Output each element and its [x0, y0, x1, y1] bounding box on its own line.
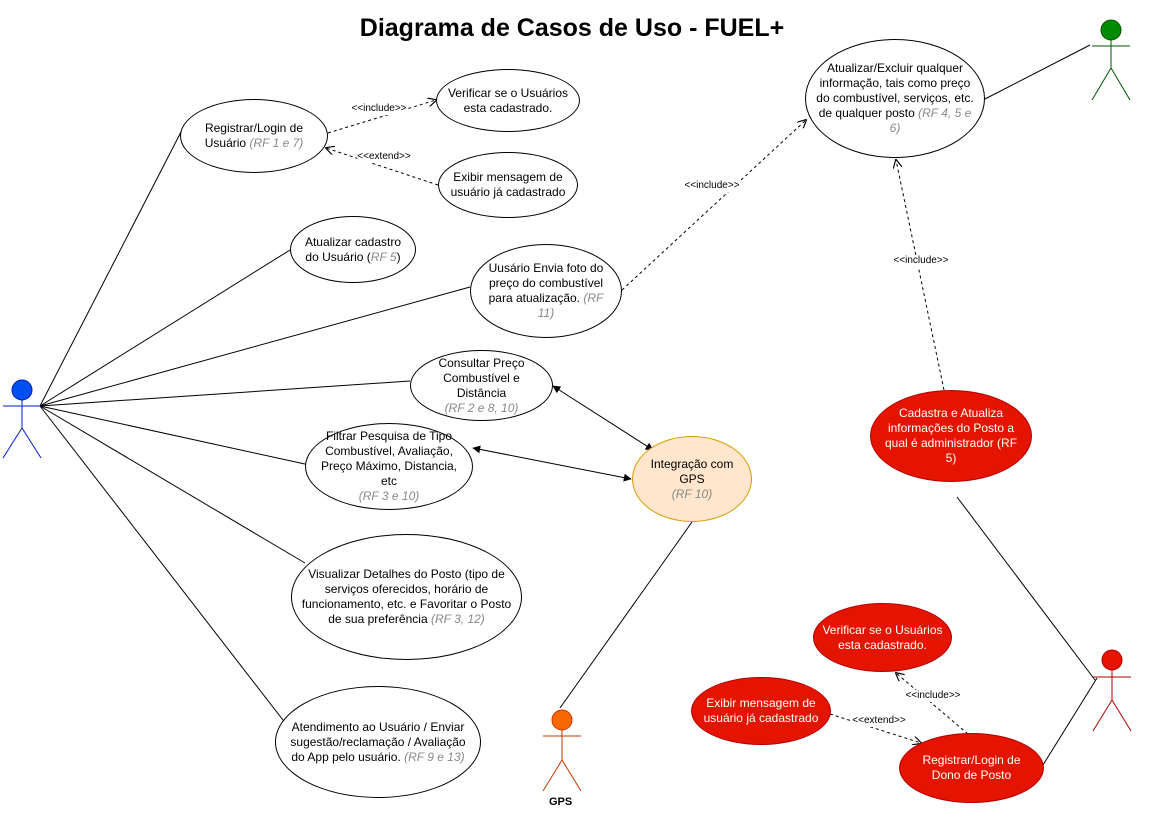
actor-gps-label: GPS — [549, 796, 573, 808]
usecase-text: Verificar se o Usuários esta cadastrado. — [822, 622, 943, 652]
usecase-text: Registrar/Login de Usuário — [204, 121, 304, 150]
usecase-text: Uusário Envia foto do preço do combustív… — [488, 261, 604, 305]
usecase-ref: (RF 10) — [671, 486, 713, 501]
actor-owner — [1092, 649, 1132, 732]
label-extend-dono: <<extend>> — [852, 715, 906, 727]
usecase-atendimento[interactable]: Atendimento ao Usuário / Enviar sugestão… — [275, 686, 481, 798]
assoc-owner-registrar — [1042, 677, 1098, 766]
extend-arrow-dono — [829, 713, 921, 743]
usecase-text: Atendimento ao Usuário / Enviar sugestão… — [290, 719, 466, 764]
assoc-user-consultar — [39, 380, 411, 407]
usecase-ref: (RF 9 e 13) — [404, 749, 465, 764]
usecase-registrar-login-dono[interactable]: Registrar/Login de Dono de Posto — [899, 733, 1044, 803]
actor-user — [2, 379, 42, 459]
label-include-dono: <<include>> — [905, 690, 961, 702]
assoc-user-visualizar — [39, 405, 306, 564]
actor-admin — [1091, 19, 1131, 101]
usecase-text: Exibir mensagem de usuário já cadastrado — [450, 170, 566, 199]
usecase-text: Consultar Preço Combustível e Distância — [438, 355, 525, 400]
assoc-user-registrar — [39, 129, 183, 407]
usecase-text: Verificar se o Usuários esta cadastrado. — [447, 85, 569, 115]
usecase-consultar-preco[interactable]: Consultar Preço Combustível e Distância(… — [410, 350, 553, 421]
label-include-posto: <<include>> — [893, 255, 949, 267]
usecase-integracao-gps[interactable]: Integração com GPS(RF 10) — [632, 436, 752, 522]
usecase-text: Integração com GPS — [650, 456, 734, 486]
usecase-ref: (RF 4, 5 e 6) — [889, 106, 972, 135]
usecase-verificar-usuario[interactable]: Verificar se o Usuários esta cadastrado. — [436, 69, 580, 132]
usecase-visualizar-detalhes[interactable]: Visualizar Detalhes do Posto (tipo de se… — [291, 534, 522, 660]
extend-arrow-exibir — [326, 148, 439, 186]
usecase-filtrar-pesquisa[interactable]: Filtrar Pesquisa de Tipo Combustível, Av… — [305, 423, 473, 510]
usecase-text: Atualizar cadastro do Usuário ( — [304, 234, 402, 264]
usecase-text: Exibir mensagem de usuário já cadastrado — [703, 696, 819, 725]
usecase-text: Cadastra e Atualiza informações do Posto… — [884, 406, 1018, 465]
usecase-ref: (RF 1 e 7) — [249, 136, 304, 150]
usecase-envia-foto[interactable]: Uusário Envia foto do preço do combustív… — [470, 244, 622, 338]
user-associations — [39, 129, 471, 734]
usecase-exibir-mensagem[interactable]: Exibir mensagem de usuário já cadastrado — [438, 152, 578, 218]
label-include-verificar: <<include>> — [351, 103, 407, 115]
usecase-atualizar-excluir[interactable]: Atualizar/Excluir qualquer informação, t… — [805, 39, 985, 158]
usecase-text: Filtrar Pesquisa de Tipo Combustível, Av… — [320, 429, 458, 488]
actor-gps — [542, 709, 582, 792]
usecase-suffix: ) — [396, 249, 401, 264]
usecase-ref: (RF 3, 12) — [430, 612, 485, 626]
assoc-user-foto — [39, 286, 471, 407]
assoc-admin-atualizar — [982, 44, 1091, 101]
assoc-user-filtrar — [39, 405, 315, 467]
usecase-ref: RF 5 — [370, 249, 397, 264]
include-arrow-dono — [896, 673, 969, 735]
usecase-registrar-login-usuario[interactable]: Registrar/Login de Usuário (RF 1 e 7) — [180, 99, 328, 173]
diagram-title: Diagrama de Casos de Uso - FUEL+ — [359, 14, 785, 42]
usecase-ref: (RF 11) — [537, 291, 604, 320]
assoc-user-atualizar — [39, 249, 291, 407]
usecase-verificar-dono[interactable]: Verificar se o Usuários esta cadastrado. — [813, 603, 952, 672]
include-arrow-verificar — [327, 100, 436, 134]
assoc-user-atendimento — [39, 405, 294, 734]
label-extend-exibir: <<extend>> — [357, 151, 411, 163]
gps-arrow-consultar — [552, 385, 654, 451]
label-include-foto: <<include>> — [684, 180, 740, 192]
assoc-gps-integracao — [559, 521, 693, 709]
usecase-ref: (RF 3 e 10) — [358, 489, 420, 503]
usecase-exibir-mensagem-dono[interactable]: Exibir mensagem de usuário já cadastrado — [691, 677, 831, 745]
usecase-text: Registrar/Login de Dono de Posto — [922, 753, 1021, 782]
gps-arrow-filtrar — [472, 445, 632, 482]
usecase-cadastra-atualiza-posto[interactable]: Cadastra e Atualiza informações do Posto… — [870, 390, 1032, 482]
usecase-atualizar-cadastro[interactable]: Atualizar cadastro do Usuário (RF 5) — [290, 216, 416, 283]
include-arrow-foto — [621, 120, 806, 291]
assoc-owner-cadastra — [956, 496, 1096, 681]
usecase-text: Atualizar/Excluir qualquer informação, t… — [816, 61, 974, 120]
usecase-ref: (RF 2 e 8, 10) — [444, 400, 519, 415]
include-arrow-posto — [896, 160, 945, 391]
usecase-text: Visualizar Detalhes do Posto (tipo de se… — [301, 567, 512, 626]
